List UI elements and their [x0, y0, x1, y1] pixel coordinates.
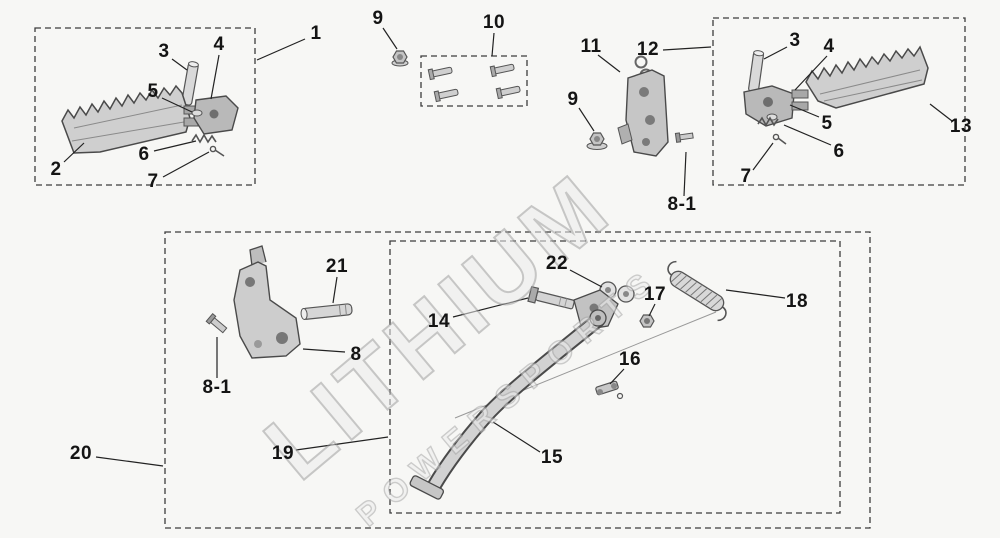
pivot-pin-right — [748, 50, 765, 93]
assembly-box-right-footpeg — [712, 17, 966, 186]
washers-22 — [599, 281, 635, 303]
kickstand-group — [409, 260, 727, 500]
footpeg-left — [61, 84, 191, 154]
center-bracket-group — [586, 55, 694, 157]
callout-7-left: 7 — [147, 171, 159, 192]
callout-8-1-bottom: 8-1 — [202, 377, 232, 398]
footpeg-right — [805, 45, 929, 109]
pivot-pin-21 — [300, 303, 353, 320]
callout-2: 2 — [50, 159, 62, 180]
callout-12: 12 — [636, 39, 660, 60]
callout-3-left: 3 — [158, 41, 170, 62]
callout-9-mid: 9 — [567, 89, 579, 110]
footpeg-right-group — [743, 45, 929, 145]
callout-5-left: 5 — [147, 81, 159, 102]
callout-8-1-top: 8-1 — [667, 194, 697, 215]
nut-9-top — [391, 50, 409, 67]
assembly-box-left-footpeg — [34, 27, 256, 186]
callout-8: 8 — [350, 344, 362, 365]
callout-10: 10 — [482, 12, 506, 33]
footpeg-left-group — [61, 61, 239, 157]
callout-13: 13 — [949, 116, 973, 137]
assembly-boxes — [34, 17, 966, 529]
callout-7-right: 7 — [740, 166, 752, 187]
spring-left — [191, 133, 217, 144]
nut-17 — [639, 314, 655, 328]
spring-right — [757, 116, 779, 127]
callout-17: 17 — [643, 284, 667, 305]
callout-9-top: 9 — [372, 8, 384, 29]
callout-16: 16 — [618, 349, 642, 370]
cotter-pin-right — [772, 133, 787, 145]
bolt-8-1-bottom — [205, 312, 228, 334]
callout-5-right: 5 — [821, 113, 833, 134]
callout-6-right: 6 — [833, 141, 845, 162]
bracket-8-group — [205, 245, 353, 359]
bolt-8-1-top — [674, 132, 694, 143]
bracket-8 — [233, 261, 301, 359]
fastener-kit-10 — [427, 63, 521, 103]
callout-1: 1 — [310, 23, 322, 44]
assembly-box-kickstand — [389, 240, 841, 514]
spring-18 — [667, 260, 727, 322]
callout-4-left: 4 — [213, 34, 225, 55]
callout-6-left: 6 — [138, 144, 150, 165]
washer-left — [191, 109, 203, 117]
bolt-14 — [527, 285, 575, 310]
callout-22: 22 — [545, 253, 569, 274]
cotter-pin-left — [209, 145, 225, 157]
callout-11: 11 — [580, 36, 602, 57]
callout-3-right: 3 — [789, 30, 801, 51]
callout-14: 14 — [427, 311, 451, 332]
flange-nut-9 — [586, 132, 608, 150]
callout-15: 15 — [540, 447, 564, 468]
callout-21: 21 — [325, 256, 349, 277]
assembly-box-fastener-kit — [420, 55, 528, 107]
leader-lines — [63, 27, 953, 467]
callout-18: 18 — [785, 291, 809, 312]
assembly-box-stand-group — [164, 231, 871, 529]
callout-20: 20 — [69, 443, 93, 464]
callout-4-right: 4 — [823, 36, 835, 57]
kickstand-15 — [409, 309, 607, 500]
callout-19: 19 — [271, 443, 295, 464]
clamp-16 — [595, 380, 624, 400]
watermark: LITHIUM POWERSPORTS — [246, 153, 668, 534]
